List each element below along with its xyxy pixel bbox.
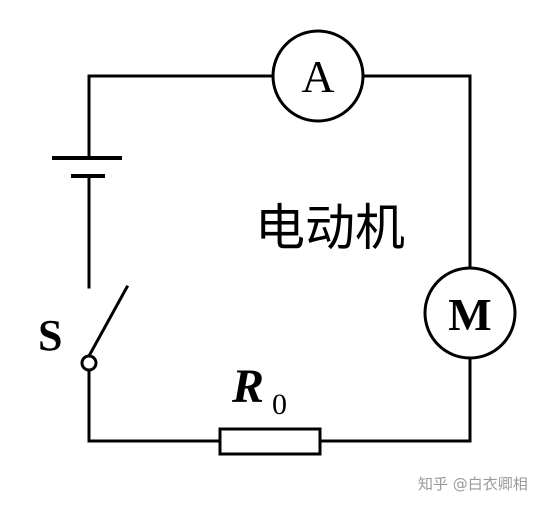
resistor-label-group: R 0 [231,360,287,421]
switch-icon [80,284,130,372]
switch-label: S [38,311,62,360]
ammeter-symbol: A [301,51,334,102]
motor-symbol: M [448,289,491,340]
battery-icon [52,156,122,178]
resistor-icon [218,427,322,456]
switch-pivot [80,354,98,372]
resistor-subscript: 0 [272,388,287,421]
watermark-text: 知乎 @白衣卿相 [418,475,528,493]
motor-label: 电动机 [255,199,405,257]
ammeter-icon: A [271,29,365,123]
motor-icon: M [423,266,517,360]
resistor-label: R [231,360,264,413]
